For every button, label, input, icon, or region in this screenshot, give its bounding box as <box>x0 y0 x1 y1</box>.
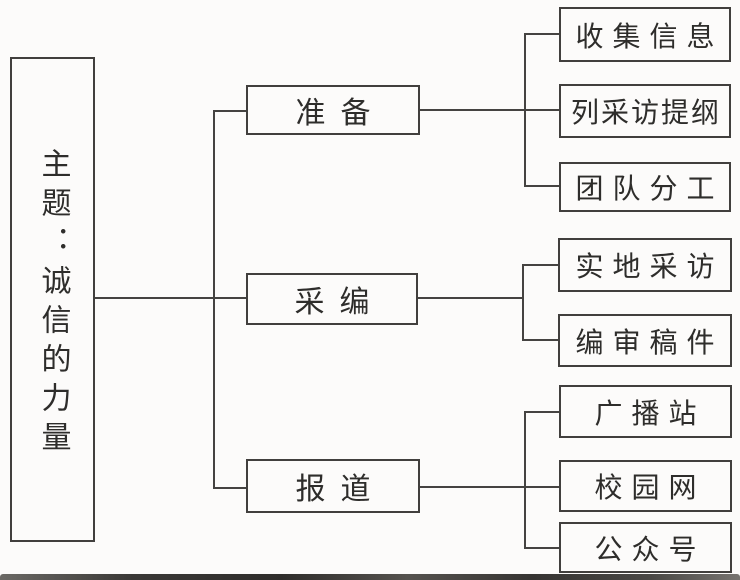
connector-line <box>522 264 524 341</box>
leaf-node-campus-network: 校园网 <box>559 460 732 512</box>
leaf-node-collect-info: 收集信息 <box>559 7 731 62</box>
connector-line <box>213 110 215 489</box>
connector-line <box>418 297 523 299</box>
leaf-node-broadcast-station: 广播站 <box>559 385 732 438</box>
connector-line <box>524 486 559 488</box>
leaf-node-field-interview: 实地采访 <box>558 238 732 292</box>
root-node-theme: 主题：诚信的力量 <box>10 57 95 542</box>
leaf-node-label: 实地采访 <box>575 250 724 283</box>
branch-node-label: 报道 <box>295 472 386 507</box>
leaf-node-label: 团队分工 <box>575 172 724 205</box>
leaf-node-label: 列采访提纲 <box>570 96 721 129</box>
branch-node-prepare: 准备 <box>246 85 420 135</box>
leaf-node-label: 校园网 <box>594 471 706 504</box>
leaf-node-label: 收集信息 <box>575 19 724 53</box>
branch-node-label: 准备 <box>295 96 386 131</box>
leaf-node-interview-outline: 列采访提纲 <box>559 84 731 138</box>
connector-line <box>420 486 525 488</box>
connector-line <box>524 547 559 549</box>
branch-node-report: 报道 <box>246 459 420 513</box>
connector-line <box>420 109 525 111</box>
leaf-node-public-account: 公众号 <box>559 522 732 573</box>
connector-line <box>522 264 558 266</box>
leaf-node-label: 编审稿件 <box>575 325 724 359</box>
connector-line <box>524 185 559 187</box>
connector-line <box>213 110 246 112</box>
leaf-node-team-division: 团队分工 <box>559 162 731 212</box>
root-node-label: 主题：诚信的力量 <box>35 148 71 460</box>
leaf-node-label: 公众号 <box>594 532 706 566</box>
connector-line <box>524 411 526 549</box>
leaf-node-edit-review: 编审稿件 <box>558 314 732 367</box>
connector-line <box>95 297 246 299</box>
connector-line <box>524 411 559 413</box>
connector-line <box>524 33 559 35</box>
leaf-node-label: 广播站 <box>594 396 706 430</box>
branch-node-label: 采编 <box>294 285 385 320</box>
connector-line <box>524 109 559 111</box>
page-bottom-edge <box>0 574 740 580</box>
connector-line <box>522 339 558 341</box>
branch-node-gather-edit: 采编 <box>246 273 418 325</box>
connector-line <box>213 487 246 489</box>
